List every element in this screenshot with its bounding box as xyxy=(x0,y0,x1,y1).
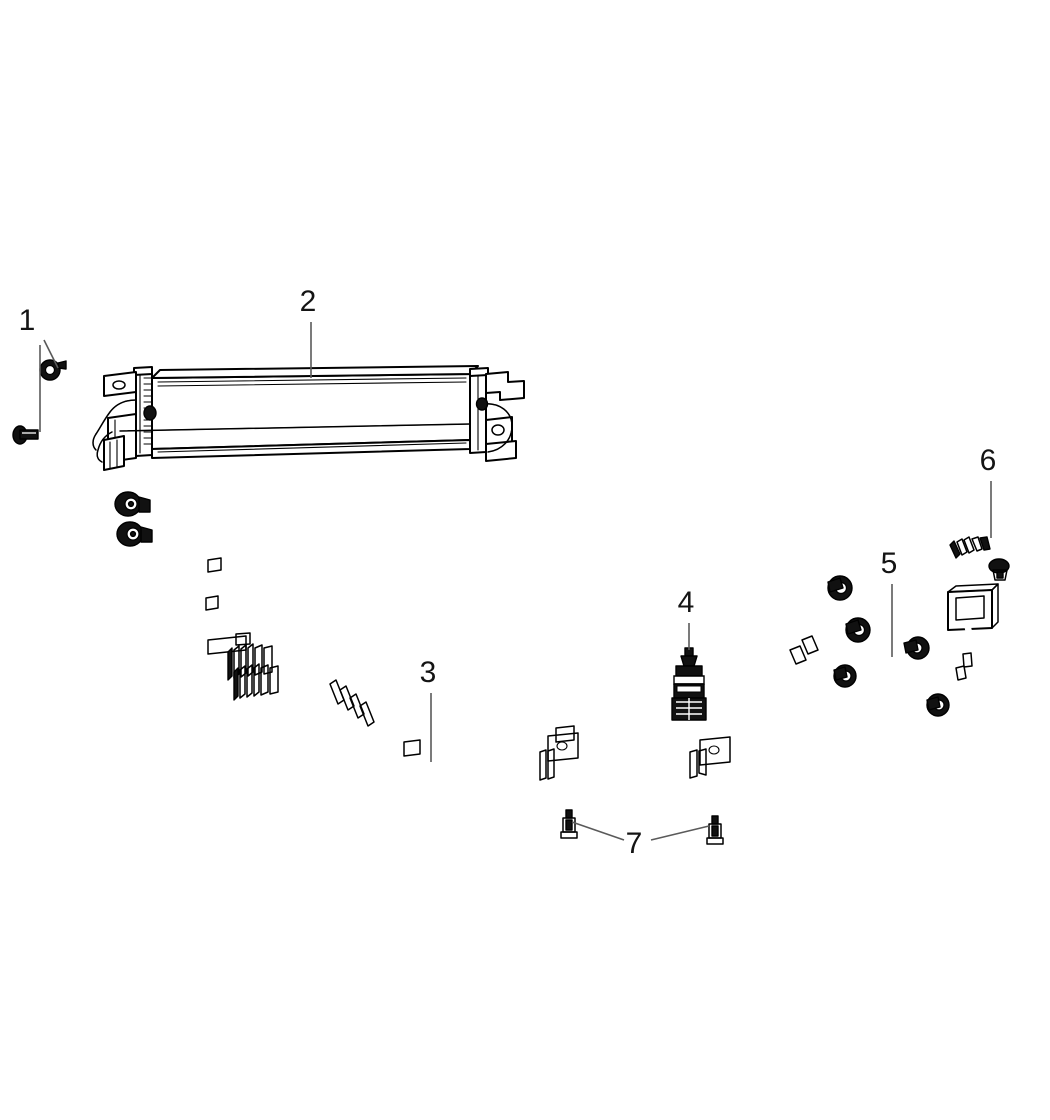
tube-bracket-left xyxy=(403,739,421,757)
mounting-bolt-left xyxy=(560,809,578,839)
bypass-hose-fitting-lower xyxy=(926,693,950,717)
callout-label-7[interactable]: 7 xyxy=(626,827,643,860)
jumper-hose-fitting-right xyxy=(903,636,930,660)
callout-leader-lines xyxy=(39,322,992,841)
leader-line-7-2 xyxy=(650,825,710,841)
callout-label-1[interactable]: 1 xyxy=(19,304,36,337)
callout-label-2[interactable]: 2 xyxy=(300,285,317,318)
hose-crimp-mid xyxy=(329,679,375,727)
hose-crimp-upper xyxy=(227,643,273,681)
tube-bracket-center xyxy=(539,725,579,781)
tube-left-fitting-upper xyxy=(114,491,151,517)
part-screw-and-nut-fasteners xyxy=(12,359,67,445)
part-oil-cooler-tube-assembly xyxy=(114,491,871,781)
callout-label-4[interactable]: 4 xyxy=(678,586,695,619)
thermal-bypass-valve-block xyxy=(947,583,999,631)
callout-label-3[interactable]: 3 xyxy=(420,656,437,689)
callout-label-6[interactable]: 6 xyxy=(980,444,997,477)
push-nut-icon xyxy=(39,359,67,381)
leader-line-1-2 xyxy=(43,339,59,369)
tube-right-fitting-upper xyxy=(827,575,853,601)
hose-crimp-lower xyxy=(233,663,279,701)
tube-bracket-right xyxy=(689,736,731,779)
tube-right-fitting-lower xyxy=(845,617,871,643)
mounting-bolt-right xyxy=(706,815,724,845)
part-quick-connect-fitting xyxy=(671,647,707,721)
tube-left-fitting-lower xyxy=(116,521,153,547)
part-short-jumper-hose xyxy=(833,636,930,688)
mounting-screw-icon xyxy=(12,425,39,445)
part-transmission-oil-cooler xyxy=(92,365,525,471)
bypass-hose-end-connector xyxy=(988,558,1010,581)
callout-labels: 1 2 3 4 5 6 7 xyxy=(19,285,997,860)
part-thermal-bypass-hose-assembly xyxy=(926,536,1010,717)
jumper-hose-fitting-left xyxy=(833,664,857,688)
bypass-hose-crimp xyxy=(949,536,991,559)
part-mounting-bolts xyxy=(560,809,724,845)
leader-line-7-1 xyxy=(571,821,625,841)
callout-label-5[interactable]: 5 xyxy=(881,547,898,580)
